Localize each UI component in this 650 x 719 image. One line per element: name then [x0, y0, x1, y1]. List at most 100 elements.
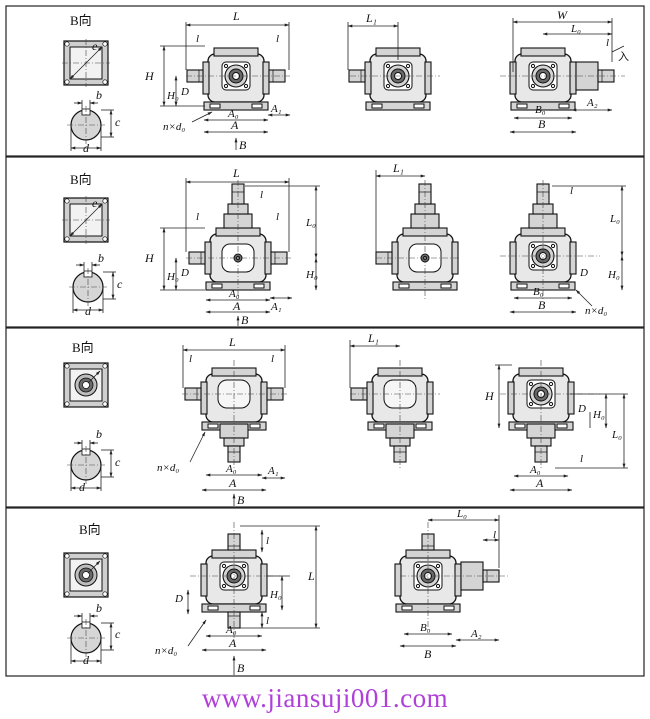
- b-view-bearing-drawing: [64, 363, 108, 407]
- dim-d-label: d: [85, 304, 92, 318]
- dim-A0-label: A₀: [225, 463, 237, 475]
- dim-H0-label: H₀: [592, 409, 605, 421]
- dim-l-label: l: [580, 453, 583, 465]
- dim-L1-label: L₁: [392, 161, 404, 175]
- dim-H0-label: H₀: [166, 90, 179, 102]
- view-b-label: B向: [79, 522, 101, 537]
- view-arrow-B-label: B: [237, 493, 245, 507]
- panel-1-right-angle-single-output: B向 e b c d L l l H: [5, 5, 645, 157]
- shaft-section-drawing: [67, 440, 114, 491]
- panel-1-side-view: [347, 22, 440, 111]
- dim-L1-label: L₁: [367, 331, 379, 345]
- panel-2-top-view: [500, 180, 626, 314]
- dim-L-label: L: [232, 9, 240, 23]
- dim-D-label: D: [174, 593, 183, 605]
- dim-l-label: l: [196, 33, 199, 45]
- dim-d-label: d: [83, 653, 90, 667]
- dim-e-label: e: [92, 39, 98, 53]
- panel-2-vertical-input-type: B向 e b c d L: [5, 156, 645, 328]
- dim-A2-label: A₂: [586, 97, 598, 109]
- dim-l-label: l: [606, 37, 609, 49]
- view-arrow-B-label: B: [239, 138, 247, 152]
- view-arrow-B-label: B: [241, 313, 249, 327]
- b-view-flange-drawing: [62, 39, 110, 87]
- view-arrow-B-label: B: [237, 661, 245, 675]
- dim-A1-label: A₁: [267, 465, 279, 477]
- b-view-flange-drawing: [62, 196, 110, 244]
- panel-1-front-view: [160, 22, 291, 150]
- dim-L0-label: L₀: [611, 429, 622, 441]
- b-view-bearing-drawing: [64, 553, 108, 597]
- dim-L0-label: L₀: [456, 508, 467, 520]
- dim-L0-label: L₀: [305, 217, 316, 229]
- dim-H-label: H: [144, 251, 155, 265]
- dim-A0-label: A₀: [529, 464, 541, 476]
- dim-l-label: l: [276, 211, 279, 223]
- dim-l-label: l: [196, 211, 199, 223]
- dim-c-label: c: [115, 455, 121, 469]
- dim-B-label: B: [538, 117, 546, 131]
- dim-b-label: b: [96, 88, 102, 102]
- dim-c-label: c: [115, 115, 121, 129]
- dim-B-label: B: [538, 298, 546, 312]
- panel-4-vertical-type: B向 b c d l L H₀ l D: [5, 507, 645, 677]
- panel-3-vertical-output-type: B向 b c d L l l A₀ A₁ A n×d₀ B: [5, 327, 645, 508]
- dim-H-label: H: [484, 389, 495, 403]
- dim-H0-label: H₀: [166, 271, 179, 283]
- dim-W-label: W: [557, 8, 568, 22]
- dim-nd0-label: n×d₀: [585, 305, 607, 317]
- dim-l-label: l: [266, 535, 269, 547]
- dim-b-label: b: [98, 251, 104, 265]
- panel-4-front-view: [186, 522, 320, 675]
- dim-l-label: l: [570, 185, 573, 197]
- dim-D-label: D: [579, 267, 588, 279]
- dim-A0-label: A₀: [225, 624, 237, 636]
- dim-A-label: A: [535, 476, 544, 490]
- dim-D-label: D: [577, 403, 586, 415]
- dim-b-label: b: [96, 427, 102, 441]
- dim-A2-label: A₂: [470, 628, 482, 640]
- dim-l-label: l: [276, 33, 279, 45]
- dim-b-label: b: [96, 601, 102, 615]
- panel-3-side-view: [349, 340, 440, 470]
- panel-3-top-view: [495, 360, 628, 492]
- dim-L0-label: L₀: [570, 23, 581, 35]
- view-b-label: B向: [70, 13, 92, 28]
- dim-A1-label: A₁: [270, 103, 282, 115]
- dim-nd0-label: n×d₀: [163, 121, 185, 133]
- dim-L-label: L: [228, 335, 236, 349]
- dim-L-label: L: [307, 569, 315, 583]
- dim-L0-label: L₀: [609, 213, 620, 225]
- dim-l-label: l: [493, 529, 496, 541]
- dim-B0-label: B₀: [535, 104, 546, 116]
- dim-H0-label: H₀: [269, 589, 282, 601]
- panel-2-side-view: [375, 170, 460, 300]
- dim-nd0-label: n×d₀: [157, 462, 179, 474]
- dim-H0-label: H₀: [607, 269, 620, 281]
- dim-L1-label: L₁: [365, 11, 377, 25]
- dim-d-label: d: [83, 141, 90, 155]
- view-b-label: B向: [72, 340, 94, 355]
- dim-nd0-label: n×d₀: [155, 645, 177, 657]
- dim-A-label: A: [228, 476, 237, 490]
- panel-1-top-view: [500, 18, 625, 134]
- dim-D-label: D: [180, 86, 189, 98]
- dim-l-label: l: [266, 615, 269, 627]
- website-watermark: www.jiansuji001.com: [201, 683, 449, 713]
- dim-l-label: l: [260, 189, 263, 201]
- dim-A0-label: A₀: [228, 288, 240, 300]
- shaft-section-drawing: [67, 100, 114, 151]
- dim-l-label: l: [189, 353, 192, 365]
- dim-d-label: d: [79, 480, 86, 494]
- view-b-label: B向: [70, 172, 92, 187]
- shaft-section-drawing: [69, 262, 116, 313]
- dim-A-label: A: [232, 299, 241, 313]
- dim-c-label: c: [115, 627, 121, 641]
- panel-2-front-view: [160, 178, 320, 326]
- dim-l-label: l: [271, 353, 274, 365]
- dim-A1-label: A₁: [270, 301, 282, 313]
- dim-A-label: A: [230, 118, 239, 132]
- dim-e-label: e: [92, 196, 98, 210]
- dim-A-label: A: [228, 636, 237, 650]
